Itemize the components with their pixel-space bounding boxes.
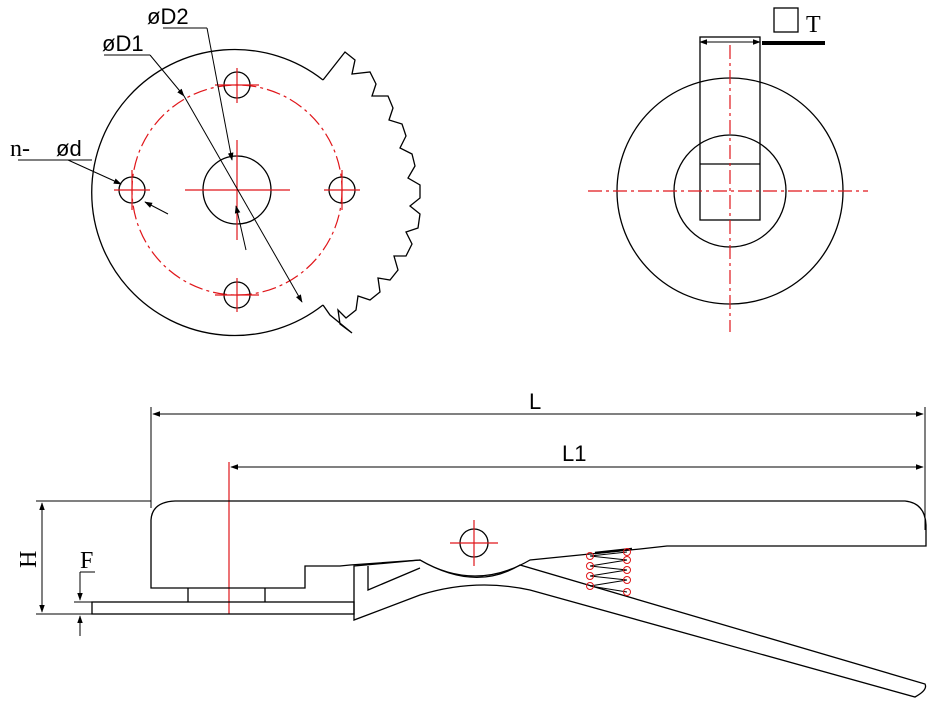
spring [586, 547, 633, 596]
f-dimension [74, 571, 95, 636]
d1-dimension [104, 54, 303, 303]
l-dimension [150, 407, 926, 530]
front-centerlines [114, 68, 360, 312]
gear-teeth [322, 51, 421, 334]
front-view: øD2 øD1 n- ød [10, 4, 421, 337]
f-label: F [80, 548, 93, 574]
d2-label: øD2 [147, 4, 189, 29]
d1-label: øD1 [102, 31, 144, 56]
nd-dimension [18, 159, 169, 215]
d2-dimension [163, 27, 247, 251]
side-view: T [588, 7, 868, 332]
lever-body [150, 500, 927, 589]
square-symbol-icon [773, 7, 799, 33]
l1-dimension [228, 462, 924, 614]
h-dimension [36, 500, 151, 615]
handle-arm [353, 559, 927, 698]
plate-outline [91, 48, 324, 337]
l-label: L [529, 389, 541, 414]
t-label: T [806, 12, 821, 38]
h-label: H [16, 551, 42, 568]
base-plate [91, 601, 355, 615]
lever-view: L L1 [16, 389, 927, 698]
nd-prefix-label: n- [10, 136, 30, 162]
t-dimension [699, 7, 825, 45]
nd-label: ød [56, 136, 82, 161]
l1-label: L1 [562, 441, 586, 466]
